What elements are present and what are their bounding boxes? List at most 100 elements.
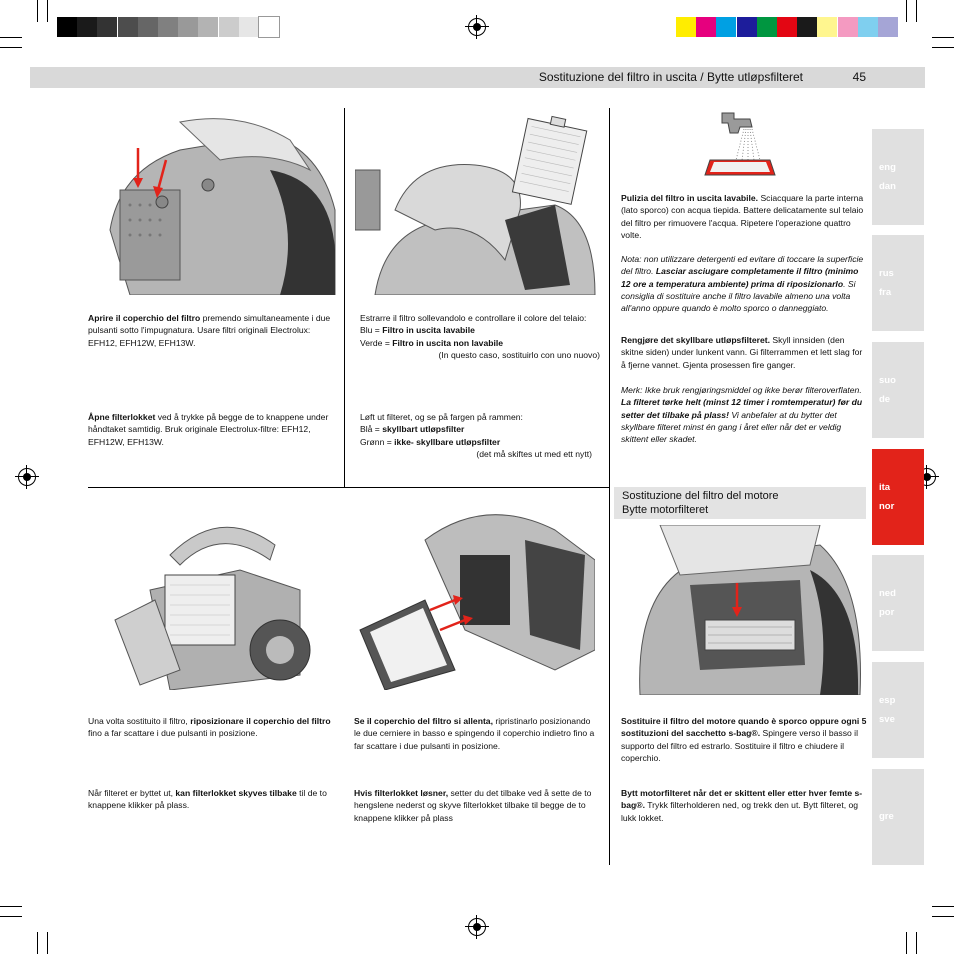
grey-swatch	[178, 17, 199, 37]
section-header: Sostituzione del filtro del motore Bytte…	[614, 487, 866, 519]
instruction-text: Spingere verso il basso il supporto del …	[621, 728, 858, 763]
grey-swatch	[117, 17, 138, 37]
process-swatch	[878, 17, 898, 37]
process-swatch	[716, 17, 737, 37]
crop-mark	[932, 916, 954, 917]
lang-tab-ned-por[interactable]: ned por	[872, 555, 924, 651]
crop-mark	[47, 0, 48, 22]
frame-color-blue: Blu = Filtro in uscita lavabile	[360, 324, 600, 336]
instruction-bold: riposizionare il coperchio del filtro	[190, 716, 331, 726]
lang-tab-eng-dan[interactable]: eng dan	[872, 129, 924, 225]
color-value: skyllbart utløpsfilter	[382, 424, 465, 435]
process-swatch	[696, 17, 717, 37]
tab-lang-1: eng	[879, 162, 896, 173]
tab-lang-2: de	[879, 394, 891, 405]
tab-lang-1: suo	[879, 375, 896, 386]
process-swatch	[797, 17, 818, 37]
instruction-bold: kan filterlokket skyves tilbake	[175, 788, 297, 798]
process-swatch	[756, 17, 777, 37]
col1-top-it: Aprire il coperchio del filtro premendo …	[88, 312, 340, 349]
grey-swatch	[218, 17, 239, 37]
instruction-note: (In questo caso, sostituirlo con uno nuo…	[438, 349, 600, 360]
illustration-filter-rinse	[700, 105, 780, 185]
instruction-text: ved å trykke på begge de to knappene und…	[88, 412, 329, 447]
process-swatch	[777, 17, 797, 37]
header-title: Sostituzione del filtro in uscita / Bytt…	[538, 70, 803, 84]
note-bold: Lasciar asciugare completamente il filtr…	[621, 266, 859, 289]
instruction-text: fino a far scattare i due pulsanti in po…	[88, 728, 258, 739]
row-divider	[88, 487, 609, 488]
grey-swatch	[158, 17, 178, 37]
note-bold: La filteret tørke helt (minst 12 timer i…	[621, 397, 863, 420]
lang-tab-esp-sve[interactable]: esp sve	[872, 662, 924, 758]
crop-mark	[0, 916, 22, 917]
crop-mark	[906, 932, 907, 954]
registration-mark-icon	[465, 15, 489, 39]
instruction-text: Estrarre il filtro sollevandolo e contro…	[360, 313, 587, 323]
crop-mark	[0, 37, 22, 38]
col3-bottom-it: Sostituire il filtro del motore quando è…	[621, 715, 867, 764]
process-swatch	[857, 17, 878, 37]
col3-top-it: Pulizia del filtro in uscita lavabile. S…	[621, 192, 867, 241]
tab-lang-1: rus	[879, 268, 894, 279]
color-label: Blu =	[360, 325, 383, 336]
instruction-text: Una volta sostituito il filtro,	[88, 716, 191, 726]
instruction-text: Når filteret er byttet ut,	[88, 788, 176, 798]
section-title: Sostituzione del filtro del motore	[622, 490, 779, 502]
instruction-text: Trykk filterholderen ned, og trekk den u…	[621, 800, 859, 823]
illustration-cover-replaced	[110, 500, 340, 690]
tab-lang-1: gre	[879, 811, 894, 822]
col2-bottom-no: Hvis filterlokket løsner, setter du det …	[354, 787, 596, 824]
instruction-bold: Rengjøre det skyllbare utløpsfilteret.	[621, 335, 770, 345]
tab-lang-1: ned	[879, 588, 896, 599]
col1-bottom-it: Una volta sostituito il filtro, riposizi…	[88, 715, 340, 740]
registration-mark-icon	[15, 465, 39, 489]
crop-mark	[932, 906, 954, 907]
registration-mark-icon	[465, 915, 489, 939]
frame-color-blue: Blå = skyllbart utløpsfilter	[360, 423, 592, 435]
crop-mark	[906, 0, 907, 22]
col3-bottom-no: Bytt motorfilteret når det er skittent e…	[621, 787, 867, 824]
crop-mark	[47, 932, 48, 954]
process-swatch	[676, 17, 696, 37]
process-swatch	[837, 17, 858, 37]
crop-mark	[932, 37, 954, 38]
instruction-bold: Se il coperchio del filtro si allenta,	[354, 716, 493, 726]
instruction-text: Løft ut filteret, og se på fargen på ram…	[360, 412, 523, 422]
column-divider	[609, 108, 610, 865]
note-text: Merk: Ikke bruk rengjøringsmiddel og ikk…	[621, 385, 862, 395]
column-divider	[344, 108, 345, 487]
lang-tab-rus-fra[interactable]: rus fra	[872, 235, 924, 331]
instruction-text: ripristinarlo posizionando le due cernie…	[354, 716, 595, 751]
color-label: Grønn =	[360, 436, 395, 447]
page-header: Sostituzione del filtro in uscita / Bytt…	[30, 67, 925, 88]
tab-lang-2: fra	[879, 287, 892, 298]
col3-top-no: Rengjøre det skyllbare utløpsfilteret. S…	[621, 334, 867, 371]
col2-top-no: Løft ut filteret, og se på fargen på ram…	[360, 411, 592, 460]
tab-lang-1: ita	[879, 482, 891, 493]
illustration-cover-hinges	[355, 500, 595, 690]
col2-bottom-it: Se il coperchio del filtro si allenta, r…	[354, 715, 596, 752]
crop-mark	[0, 47, 22, 48]
crop-mark	[0, 906, 22, 907]
lang-tab-gre[interactable]: gre	[872, 769, 924, 865]
instruction-bold: Pulizia del filtro in uscita lavabile.	[621, 193, 759, 203]
grey-swatch	[137, 17, 158, 37]
color-label: Verde =	[360, 337, 393, 348]
illustration-motor-filter	[620, 525, 865, 695]
instruction-bold: Bytt motorfilteret når det er skittent e…	[621, 788, 863, 811]
instruction-text: Skyll innsiden (den skitne siden) under …	[621, 335, 863, 370]
col3-top-it-note: Nota: non utilizzare detergenti ed evita…	[621, 253, 867, 314]
crop-mark	[37, 0, 38, 22]
col1-top-no: Åpne filterlokket ved å trykke på begge …	[88, 411, 340, 448]
lang-tab-ita-nor[interactable]: ita nor	[872, 449, 924, 545]
instruction-text: Sciacquare la parte interna (lato sporco…	[621, 193, 864, 240]
tab-lang-1: esp	[879, 695, 896, 706]
process-swatch	[817, 17, 838, 37]
section-title: Bytte motorfilteret	[622, 504, 709, 516]
tab-lang-2: dan	[879, 181, 896, 192]
lang-tab-suo-de[interactable]: suo de	[872, 342, 924, 438]
crop-mark	[932, 47, 954, 48]
instruction-text: til de to knappene klikker på plass.	[88, 788, 327, 811]
grey-swatch	[238, 17, 259, 37]
